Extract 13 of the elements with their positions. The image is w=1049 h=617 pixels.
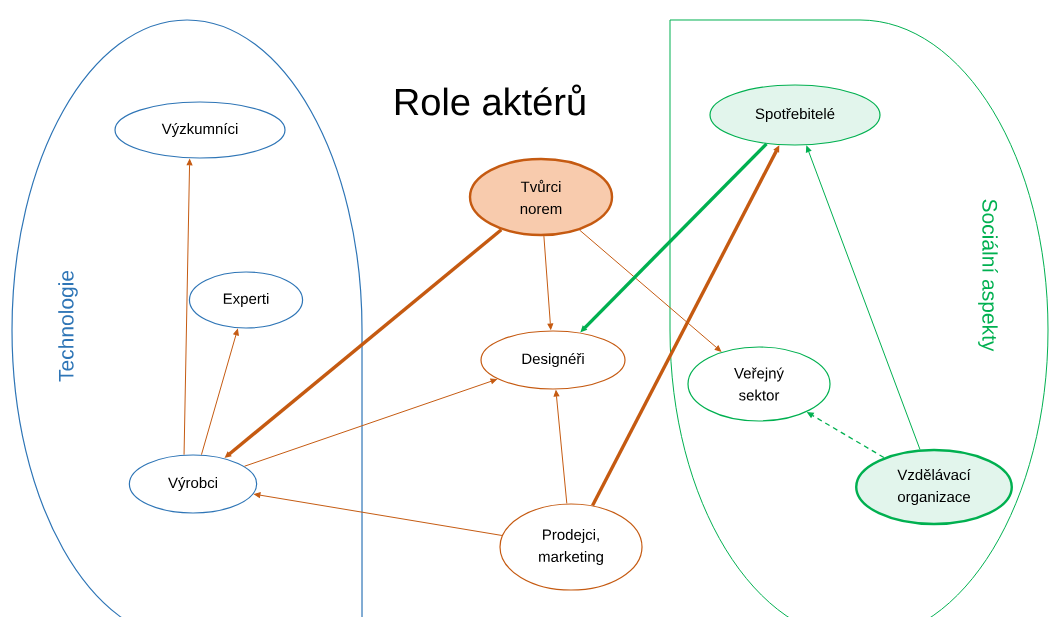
arrow (805, 146, 921, 450)
arrow (543, 235, 554, 330)
group-label: Technologie (58, 270, 78, 382)
arrow (254, 492, 503, 536)
arrow (200, 329, 239, 456)
group-label: Sociální aspekty (978, 199, 998, 352)
arrow (183, 159, 193, 456)
group-outline (11, 19, 363, 617)
arrow (579, 229, 722, 352)
arrow (553, 390, 568, 504)
title: Role aktérů (395, 84, 585, 116)
arrow (243, 378, 497, 467)
group-outline (669, 19, 1049, 617)
